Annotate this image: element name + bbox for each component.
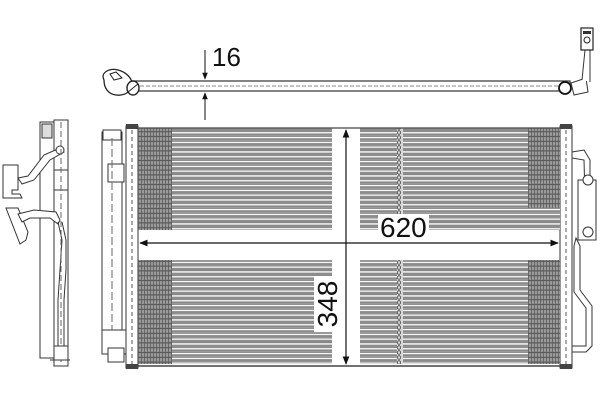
- right-fitting-icon: [558, 27, 594, 96]
- condenser-core: [138, 127, 560, 367]
- left-fitting-icon: [102, 68, 140, 96]
- top-view: [102, 27, 594, 120]
- height-dimension-label: 348: [312, 276, 343, 332]
- right-pipe-assembly: [571, 149, 597, 353]
- side-view: [2, 119, 70, 367]
- width-dimension-label: 620: [378, 212, 429, 243]
- receiver-drier: [101, 129, 127, 363]
- front-view: [101, 124, 597, 369]
- thickness-dimension-label: 16: [212, 42, 241, 72]
